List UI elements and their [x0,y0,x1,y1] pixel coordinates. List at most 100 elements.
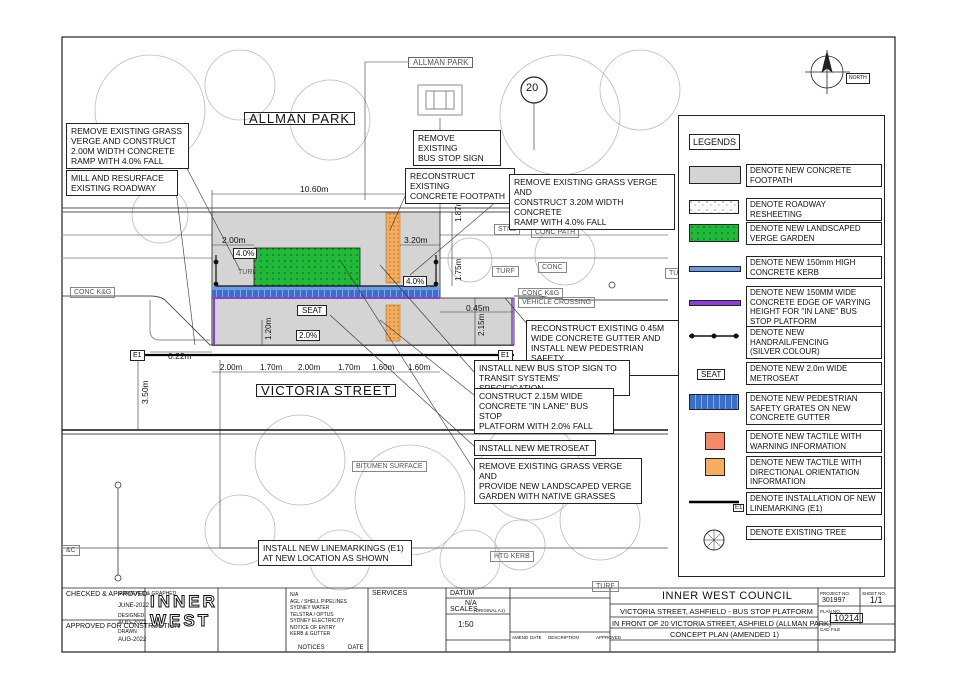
seat-label: SEAT [297,305,328,316]
tb-datum-value: N/A [465,600,477,607]
note-construct-platform: CONSTRUCT 2.15m WIDE CONCRETE "IN LANE" … [474,388,614,434]
tb-scale-value: 1:50 [458,620,474,629]
service-item: N/A [290,592,299,598]
tb-date2: AUG-2022 [118,620,147,626]
legend-e1-label: E1 [733,504,745,512]
legend-symbol-resheet [689,200,739,219]
dim-gutter: 0.45m [466,303,490,313]
legend-text: DENOTE ROADWAY RESHEETING [746,198,882,221]
bus-platform [211,297,515,346]
tb-checked: CHECKED & APPROVED [66,591,148,598]
dim-platform-depth: 2.15m [477,313,486,336]
sheet-border [61,36,896,653]
logo-line-2: WEST [150,611,212,631]
tb-designed: DESIGNED [118,613,145,619]
tb-desc-col: DESCRIPTION [548,635,579,640]
dim-seg: 1.60m [408,363,431,372]
legend-text: DENOTE NEW LANDSCAPED VERGE GARDEN [746,222,882,245]
bitumen-callout: BITUMEN SURFACE [352,461,427,472]
service-item: KERB & GUTTER [290,631,331,637]
dim-grass-depth: 1.75m [454,258,463,281]
tb-date-col: DATE [530,635,542,640]
note-mill-resurface: MILL AND RESURFACE EXISTING ROADWAY [66,170,178,196]
legend-text: DENOTE EXISTING TREE [746,526,882,540]
fall-label-3: 2.0% [296,330,321,341]
tb-notices: NOTICES [298,645,325,651]
legend-item: DENOTE NEW PEDESTRIAN SAFETY GRATES ON N… [685,392,882,425]
tb-amend-col: AMEND [512,635,529,640]
note-remove-verge: REMOVE EXISTING GRASS VERGE AND PROVIDE … [474,458,642,504]
dim-seg: 2.00m [220,363,243,372]
legend-text: DENOTE NEW TACTILE WITH WARNING INFORMAT… [746,430,882,453]
park-label: ALLMAN PARK [244,112,356,125]
legend-panel: LEGENDS DENOTE NEW CONCRETE FOOTPATH DENO… [678,115,885,577]
legend-symbol-concrete [689,166,741,184]
existing-trees [94,49,681,591]
turf-callout-3: TURF [592,581,619,592]
dim-seg: 1.70m [338,363,361,372]
legend-item: DENOTE NEW 150MM WIDE CONCRETE EDGE OF V… [685,286,882,328]
legend-symbol-tree [689,528,739,557]
tb-services-label: SERVICES [372,590,408,597]
note-remove-sign: REMOVE EXISTING BUS STOP SIGN [413,130,501,166]
tb-plan-no: 10214 [830,613,864,623]
legend-text: DENOTE NEW 2.0m WIDE METROSEAT [746,362,882,385]
service-item: TELSTRA / OPTUS [290,611,334,618]
tactile-directional-bottom [385,304,401,342]
legend-text: DENOTE NEW TACTILE WITH DIRECTIONAL ORIE… [746,456,882,489]
legend-text: DENOTE NEW HANDRAIL/FENCING (SILVER COLO… [746,326,882,359]
legend-title: LEGENDS [689,134,741,150]
tb-scales-note: (ORIGINAL A1) [474,608,505,613]
council-logo: INNER WEST [150,592,216,631]
tb-date-label: DATE [348,645,364,651]
legend-symbol-tactile-directional [689,458,739,476]
legend-item: DENOTE NEW CONCRETE FOOTPATH [685,164,882,194]
dim-seg: 2.00m [298,363,321,372]
e1-label-left: E1 [130,350,145,361]
legend-item: DENOTE NEW 150mm HIGH CONCRETE KERB [685,256,882,286]
tb-line1: VICTORIA STREET, ASHFIELD - BUS STOP PLA… [620,607,813,616]
grate-band [212,290,440,298]
tb-project-no-label: PROJECT NO. [820,591,851,596]
fall-label-1: 4.0% [233,248,258,259]
dim-overall: 10.60m [300,184,329,194]
legend-symbol-seat: SEAT [689,364,739,382]
conc-kg-right: CONC K&G [518,288,564,299]
tb-drawn: DRAWN [118,629,137,635]
dim-ramp-left: 2.00m [222,235,246,245]
handrails [213,255,439,287]
turf-callout: TURF [492,266,519,277]
north-label: NORTH [846,73,870,84]
legend-text: DENOTE NEW PEDESTRIAN SAFETY GRATES ON N… [746,392,882,425]
tb-council: INNER WEST COUNCIL [662,590,793,602]
tb-date1: JUNE-2022 [118,603,150,609]
note-linemarkings: INSTALL NEW LINEMARKINGS (E1) AT NEW LOC… [258,540,412,566]
dim-left-offset: 0.22m [168,351,192,361]
tb-line3: CONCEPT PLAN (AMENDED 1) [670,630,780,639]
legend-item: DENOTE NEW TACTILE WITH DIRECTIONAL ORIE… [685,456,882,489]
street-label: VICTORIA STREET [256,384,397,397]
tb-sheet-no-label: SHEET NO. [862,591,887,596]
legend-item: DENOTE NEW LANDSCAPED VERGE GARDEN [685,222,882,252]
title-block-frame [62,587,895,652]
park-callout: ALLMAN PARK [408,57,474,68]
legend-text: DENOTE NEW CONCRETE FOOTPATH [746,164,882,187]
speed-sign-value: 20 [526,82,539,94]
legend-text: DENOTE NEW 150MM WIDE CONCRETE EDGE OF V… [746,286,882,328]
kc-label: &C [62,545,80,556]
legend-symbol-grate [689,394,739,415]
note-install-metroseat: INSTALL NEW METROSEAT [474,440,596,456]
note-remove-ramp-right: REMOVE EXISTING GRASS VERGE AND CONSTRUC… [509,174,675,230]
legend-text: DENOTE INSTALLATION OF NEW LINEMARKING (… [746,492,882,515]
tactile-directional-top [385,212,401,284]
legend-item: DENOTE ROADWAY RESHEETING [685,198,882,228]
service-item: AGL / SHELL PIPELINES [290,598,347,605]
dimension-lines [137,190,514,430]
tb-project-no: 301997 [822,597,846,604]
existing-bus-stop-sign-icon [417,84,463,116]
dim-road-offset: 3.50m [140,380,150,404]
